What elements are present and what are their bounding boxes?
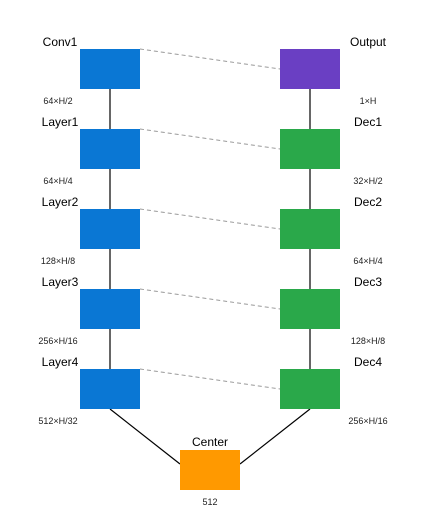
decoder-dims-dec4: 256×H/16 bbox=[348, 416, 387, 426]
decoder-dims-dec3: 128×H/8 bbox=[351, 336, 385, 346]
center-block bbox=[180, 450, 240, 490]
decoder-column: Output 1×H Dec1 32×H/2 Dec2 64×H/4 Dec3 … bbox=[280, 35, 388, 426]
skip-connection-layer3-dec3 bbox=[139, 288, 281, 310]
encoder-label-conv1: Conv1 bbox=[43, 35, 78, 49]
decoder-label-dec2: Dec2 bbox=[354, 195, 382, 209]
decoder-dims-dec1: 32×H/2 bbox=[353, 176, 382, 186]
center-dims: 512 bbox=[202, 497, 217, 507]
decoder-dims-dec2: 64×H/4 bbox=[353, 256, 382, 266]
encoder-dims-layer4: 512×H/32 bbox=[38, 416, 77, 426]
decoder-dims-output: 1×H bbox=[360, 96, 377, 106]
encoder-column: Conv1 64×H/2 Layer1 64×H/4 Layer2 128×H/… bbox=[38, 35, 140, 426]
encoder-label-layer2: Layer2 bbox=[42, 195, 79, 209]
skip-connection-layer1-dec1 bbox=[139, 128, 281, 150]
decoder-block-output bbox=[280, 49, 340, 89]
decoder-block-dec1 bbox=[280, 129, 340, 169]
decoder-label-dec3: Dec3 bbox=[354, 275, 382, 289]
encoder-dims-layer1: 64×H/4 bbox=[43, 176, 72, 186]
skip-connection-conv1-output bbox=[139, 48, 281, 70]
encoder-label-layer3: Layer3 bbox=[42, 275, 79, 289]
encoder-dims-conv1: 64×H/2 bbox=[43, 96, 72, 106]
decoder-label-output: Output bbox=[350, 35, 387, 49]
decoder-label-dec4: Dec4 bbox=[354, 355, 382, 369]
encoder-block-conv1 bbox=[80, 49, 140, 89]
encoder-label-layer4: Layer4 bbox=[42, 355, 79, 369]
encoder-block-layer2 bbox=[80, 209, 140, 249]
decoder-block-dec2 bbox=[280, 209, 340, 249]
decoder-block-dec3 bbox=[280, 289, 340, 329]
center-label: Center bbox=[192, 435, 228, 449]
encoder-block-layer3 bbox=[80, 289, 140, 329]
center-node: Center 512 bbox=[180, 435, 240, 507]
skip-connection-layer4-dec4 bbox=[139, 368, 281, 390]
encoder-dims-layer2: 128×H/8 bbox=[41, 256, 75, 266]
center-to-decoder-line bbox=[239, 408, 311, 465]
decoder-block-dec4 bbox=[280, 369, 340, 409]
encoder-label-layer1: Layer1 bbox=[42, 115, 79, 129]
decoder-label-dec1: Dec1 bbox=[354, 115, 382, 129]
encoder-to-center-line bbox=[109, 408, 181, 465]
encoder-dims-layer3: 256×H/16 bbox=[38, 336, 77, 346]
skip-connection-layer2-dec2 bbox=[139, 208, 281, 230]
encoder-block-layer1 bbox=[80, 129, 140, 169]
encoder-block-layer4 bbox=[80, 369, 140, 409]
